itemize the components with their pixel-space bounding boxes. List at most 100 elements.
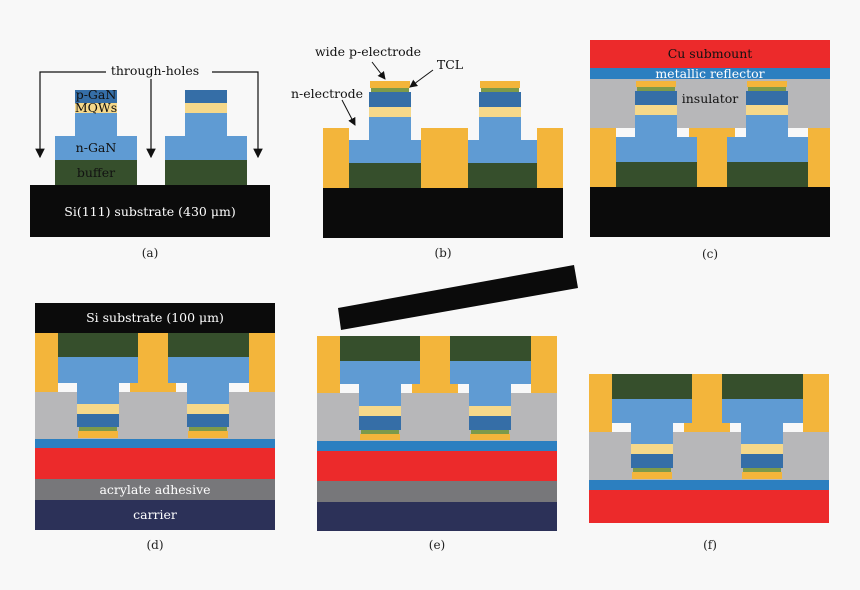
p-electrode-d1 <box>78 431 118 438</box>
p-electrode-f2 <box>742 472 782 479</box>
panel-f: (f) <box>589 374 829 552</box>
n-gan-neck-c2 <box>746 115 788 137</box>
tcl-c1 <box>637 87 675 91</box>
insulator-f <box>589 432 829 480</box>
n-gan-neck-2 <box>185 113 227 136</box>
caption-b: (b) <box>434 246 451 260</box>
p-electrode-b1 <box>370 81 410 88</box>
n-electrode-d-mid <box>138 333 168 392</box>
p-gan-b2 <box>479 92 521 107</box>
n-electrode-middle <box>421 128 468 188</box>
n-gan-neck-d2 <box>187 383 229 404</box>
n-electrode-f-left <box>589 374 612 432</box>
cu-submount-f <box>589 490 829 523</box>
caption-f: (f) <box>703 538 717 552</box>
through-holes-label: through-holes <box>111 63 199 78</box>
caption-c: (c) <box>702 247 718 261</box>
mqw-c1 <box>635 105 677 115</box>
mqw-c2 <box>746 105 788 115</box>
n-gan-e1 <box>340 361 420 384</box>
n-electrode-label: n-electrode <box>291 86 363 101</box>
n-gan-b1 <box>349 140 421 163</box>
metallic-reflector-label: metallic reflector <box>655 66 764 81</box>
n-electrode-c-mid <box>697 128 727 187</box>
n-gan-neck-b1 <box>369 117 411 140</box>
mqw-layer <box>75 103 117 113</box>
cu-submount-c <box>590 40 830 68</box>
mqw-e1 <box>359 406 401 416</box>
reflector-e <box>317 441 557 451</box>
p-gan-layer <box>75 90 117 103</box>
buffer-b1 <box>349 163 421 188</box>
buffer-label: buffer <box>77 165 115 180</box>
n-gan-d1 <box>58 357 138 383</box>
insulator-d <box>35 392 275 439</box>
buffer-b2 <box>468 163 537 188</box>
buffer-f1 <box>612 374 692 399</box>
p-electrode-b2 <box>480 81 520 88</box>
mqw-f2 <box>741 444 783 454</box>
p-gan-d1 <box>77 414 119 427</box>
mqws-label: MQWs <box>75 100 117 115</box>
p-gan-e1 <box>359 416 401 430</box>
panel-a: through-holes p-GaN MQWs n-GaN buffer Si… <box>30 63 270 260</box>
n-electrode-d-right <box>249 333 275 392</box>
caption-e: (e) <box>429 538 445 552</box>
si-substrate-label: Si substrate (100 μm) <box>86 310 224 325</box>
caption-d: (d) <box>146 538 163 552</box>
reflector-d <box>35 439 275 448</box>
n-gan-neck-c1 <box>635 115 677 137</box>
p-gan-b1 <box>369 92 411 107</box>
caption-a: (a) <box>142 246 159 260</box>
n-gan-f2 <box>722 399 803 423</box>
n-gan-e2 <box>450 361 531 384</box>
n-electrode-right <box>537 128 563 188</box>
tcl-f1 <box>633 468 671 472</box>
panel-d: Si substrate (100 μm) acrylate adhesive … <box>35 303 275 552</box>
substrate-b <box>323 188 563 238</box>
tcl-f2 <box>743 468 781 472</box>
n-electrode-e-right <box>531 336 557 393</box>
p-electrode-d2 <box>188 431 228 438</box>
p-gan-layer-2 <box>185 90 227 103</box>
carrier-e <box>317 502 557 531</box>
n-gan-layer <box>55 136 137 160</box>
n-gan-d2 <box>168 357 249 383</box>
p-electrode-e1 <box>360 434 400 440</box>
n-gan-neck-b2 <box>479 117 521 140</box>
metallic-reflector-c <box>590 68 830 79</box>
mqw-b2 <box>479 107 521 117</box>
n-gan-c2 <box>727 137 808 162</box>
mqw-b1 <box>369 107 411 117</box>
tcl-e2 <box>471 430 509 434</box>
buffer-c1 <box>616 162 697 187</box>
si-substrate-d <box>35 303 275 333</box>
tcl-c2 <box>748 87 786 91</box>
p-gan-e2 <box>469 416 511 430</box>
mqw-e2 <box>469 406 511 416</box>
n-electrode-e-bridge <box>412 384 458 393</box>
n-electrode-f-right <box>803 374 829 432</box>
tcl-d2 <box>189 427 227 431</box>
tcl-label: TCL <box>437 57 463 72</box>
n-electrode-d-left <box>35 333 58 392</box>
tcl-b1 <box>371 88 409 92</box>
n-electrode-d-bridge <box>130 383 176 392</box>
n-gan-neck-f2 <box>741 423 783 444</box>
p-gan-d2 <box>187 414 229 427</box>
buffer-e2 <box>450 336 531 361</box>
substrate-label: Si(111) substrate (430 μm) <box>64 204 235 219</box>
insulator-e <box>317 393 557 441</box>
carrier-d <box>35 500 275 530</box>
mqw-f1 <box>631 444 673 454</box>
tcl-e1 <box>361 430 399 434</box>
wide-p-electrode-label: wide p-electrode <box>315 44 421 59</box>
buffer-f2 <box>722 374 803 399</box>
substrate-c <box>590 187 830 237</box>
carrier-label: carrier <box>133 507 177 522</box>
tcl-d1 <box>79 427 117 431</box>
buffer-e1 <box>340 336 420 361</box>
p-electrode-f1 <box>632 472 672 479</box>
p-gan-c2 <box>746 91 788 105</box>
